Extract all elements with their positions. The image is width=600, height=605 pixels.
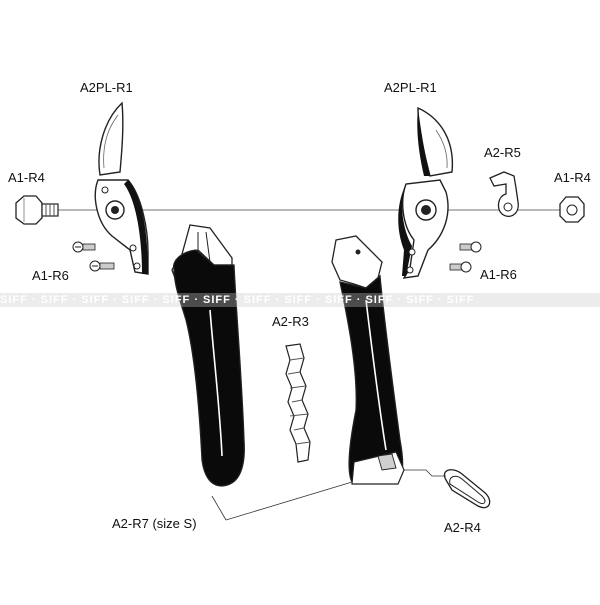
leader-lines [211, 469, 446, 521]
bolt-part [15, 195, 59, 225]
label-bolt-left: A1-R4 [8, 170, 45, 185]
watermark-band: SIFF · SIFF · SIFF · SIFF · SIFF · SIFF … [0, 293, 600, 307]
right-blade-part [398, 106, 454, 279]
spring-part [285, 343, 311, 463]
left-screws-part [72, 241, 115, 272]
right-screws-part [449, 241, 482, 273]
right-handle-part [331, 235, 405, 485]
label-handles: A2-R7 (size S) [112, 516, 197, 531]
label-screws-left: A1-R6 [32, 268, 69, 283]
label-catch: A2-R4 [444, 520, 481, 535]
label-spring: A2-R3 [272, 314, 309, 329]
left-handle-part [171, 224, 245, 487]
nut-part [559, 196, 585, 223]
catch-part [443, 469, 491, 509]
left-blade-part [94, 101, 149, 275]
label-washer: A2-R5 [484, 145, 521, 160]
label-screws-right: A1-R6 [480, 267, 517, 282]
label-nut-right: A1-R4 [554, 170, 591, 185]
label-blade-right: A2PL-R1 [384, 80, 437, 95]
washer-part [489, 171, 519, 217]
label-blade-left: A2PL-R1 [80, 80, 133, 95]
